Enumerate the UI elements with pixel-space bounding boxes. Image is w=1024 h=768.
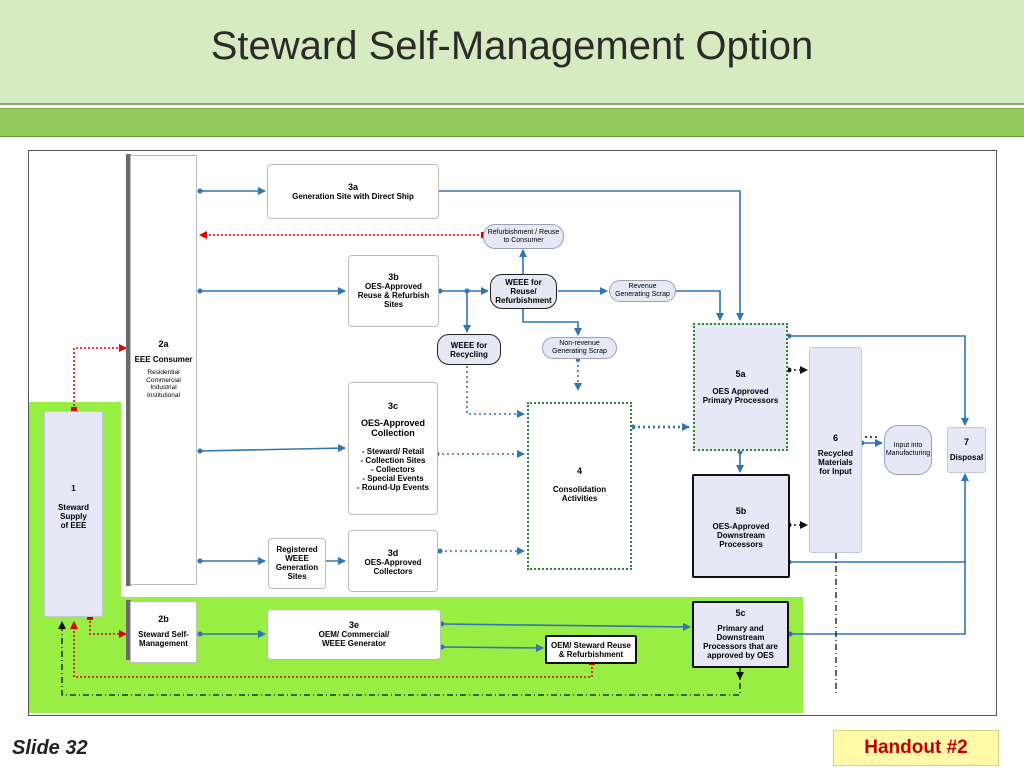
node-2b-self-management: 2b Steward Self- Management bbox=[130, 601, 197, 663]
node-2a-eee-consumer: 2a EEE Consumer Residential Commercial I… bbox=[130, 155, 197, 585]
arrow-2a-3c bbox=[199, 444, 346, 453]
node-1-steward-supply: 1 Steward Supply of EEE bbox=[44, 411, 103, 617]
refurbishment-reuse-to-consumer: Refurbishment / Reuse to Consumer bbox=[483, 224, 564, 249]
handout-label: Handout #2 bbox=[833, 730, 999, 766]
node-6-num: 6 bbox=[832, 433, 838, 443]
arrow-3a-5a bbox=[438, 190, 744, 321]
arrow-3e-5c bbox=[441, 622, 691, 631]
self-management-column-accent bbox=[126, 600, 131, 660]
oem-steward-reuse-refurbishment: OEM/ Steward Reuse & Refurbishment bbox=[545, 635, 637, 664]
arrow-3e-oem-reuse bbox=[441, 643, 544, 652]
node-2b-label: Steward Self- Management bbox=[138, 630, 189, 648]
registered-label: Registered WEEE Generation Sites bbox=[275, 545, 319, 581]
arrow-1-2a bbox=[73, 344, 127, 410]
node-5b-num: 5b bbox=[735, 506, 747, 516]
green-band bbox=[0, 108, 1024, 137]
node-5a-primary-processors: 5a OES Approved Primary Processors bbox=[693, 323, 788, 451]
node-4-label: Consolidation Activities bbox=[552, 485, 607, 503]
node-3c-num: 3c bbox=[387, 401, 398, 411]
input-into-manufacturing: Input into Manufacturing bbox=[884, 425, 932, 475]
node-3b-reuse-refurbish: 3b OES-Approved Reuse & Refurbish Sites bbox=[348, 255, 439, 327]
header-bar bbox=[0, 0, 1024, 103]
arrow-5a-7 bbox=[789, 335, 969, 426]
node-6-recycled-materials: 6 Recycled Materials for Input bbox=[809, 347, 862, 553]
node-1-label: Steward Supply of EEE bbox=[57, 503, 90, 530]
node-3e-num: 3e bbox=[348, 620, 359, 630]
node-5c-num: 5c bbox=[735, 608, 746, 618]
node-3b-num: 3b bbox=[388, 272, 399, 282]
node-3c-label: OES-Approved Collection bbox=[360, 418, 425, 438]
node-3e-oem-generator: 3e OEM/ Commercial/ WEEE Generator bbox=[267, 609, 441, 660]
nonrevenue-label: Non-revenue Generating Scrap bbox=[552, 340, 607, 355]
node-2b-num: 2b bbox=[158, 614, 169, 624]
non-revenue-generating-scrap: Non-revenue Generating Scrap bbox=[542, 337, 617, 359]
steward-self-management-area bbox=[121, 597, 803, 713]
node-2a-label: EEE Consumer bbox=[134, 355, 193, 364]
weee-recycling-label: WEEE for Recycling bbox=[450, 340, 488, 359]
node-5a-num: 5a bbox=[735, 369, 746, 379]
arrow-weee-reuse-nonrevenue bbox=[522, 308, 582, 336]
node-5a-label: OES Approved Primary Processors bbox=[702, 387, 779, 405]
node-3a-direct-ship: 3a Generation Site with Direct Ship bbox=[267, 164, 439, 219]
slide-number: Slide 32 bbox=[12, 737, 88, 759]
arrow-weee-recycling-4 bbox=[466, 366, 525, 418]
arrow-5c-7 bbox=[790, 560, 966, 635]
revenue-generating-scrap: Revenue Generating Scrap bbox=[609, 280, 676, 302]
node-3a-num: 3a bbox=[347, 182, 358, 192]
node-5b-downstream-processors: 5b OES-Approved Downstream Processors bbox=[692, 474, 790, 578]
arrow-5c-1 bbox=[58, 621, 741, 696]
node-3d-num: 3d bbox=[387, 548, 399, 558]
weee-reuse-label: WEEE for Reuse/ Refurbishment bbox=[495, 278, 552, 305]
node-6-label: Recycled Materials for Input bbox=[817, 449, 854, 476]
arrow-1-2b bbox=[89, 617, 127, 638]
arrow-oem-reuse-1 bbox=[70, 621, 593, 678]
consumer-column-accent bbox=[126, 154, 131, 586]
registered-weee-generation-sites: Registered WEEE Generation Sites bbox=[268, 538, 326, 589]
weee-for-recycling: WEEE for Recycling bbox=[437, 334, 501, 365]
node-2a-num: 2a bbox=[158, 339, 169, 349]
node-3d-collectors: 3d OES-Approved Collectors bbox=[348, 530, 438, 592]
node-1-num: 1 bbox=[71, 484, 76, 493]
arrow-revenue-5a bbox=[676, 290, 724, 321]
revenue-label: Revenue Generating Scrap bbox=[615, 283, 670, 298]
slide-title: Steward Self-Management Option bbox=[210, 24, 814, 68]
node-3c-sub: - Steward/ Retail - Collection Sites - C… bbox=[357, 447, 429, 492]
node-4-num: 4 bbox=[576, 466, 582, 476]
node-3d-label: OES-Approved Collectors bbox=[364, 558, 422, 576]
oem-reuse-label: OEM/ Steward Reuse & Refurbishment bbox=[550, 641, 632, 659]
node-3e-label: OEM/ Commercial/ WEEE Generator bbox=[318, 630, 390, 648]
node-3c-collection: 3c OES-Approved Collection - Steward/ Re… bbox=[348, 382, 438, 515]
node-5c-label: Primary and Downstream Processors that a… bbox=[703, 624, 778, 660]
input-mfg-label: Input into Manufacturing bbox=[885, 442, 931, 457]
node-7-disposal: 7 Disposal bbox=[947, 427, 986, 473]
refurbishment-label: Refurbishment / Reuse to Consumer bbox=[487, 228, 560, 244]
node-7-num: 7 bbox=[963, 437, 969, 447]
node-7-label: Disposal bbox=[949, 453, 984, 462]
header-divider bbox=[0, 103, 1024, 105]
weee-for-reuse: WEEE for Reuse/ Refurbishment bbox=[490, 274, 557, 309]
node-2a-sub: Residential Commercial Industrial Instit… bbox=[146, 369, 181, 399]
node-3a-label: Generation Site with Direct Ship bbox=[292, 192, 414, 201]
node-5c-approved-processors: 5c Primary and Downstream Processors tha… bbox=[692, 601, 789, 668]
node-3b-label: OES-Approved Reuse & Refurbish Sites bbox=[357, 282, 430, 309]
node-4-consolidation: 4 Consolidation Activities bbox=[527, 402, 632, 570]
node-5b-label: OES-Approved Downstream Processors bbox=[712, 522, 770, 549]
